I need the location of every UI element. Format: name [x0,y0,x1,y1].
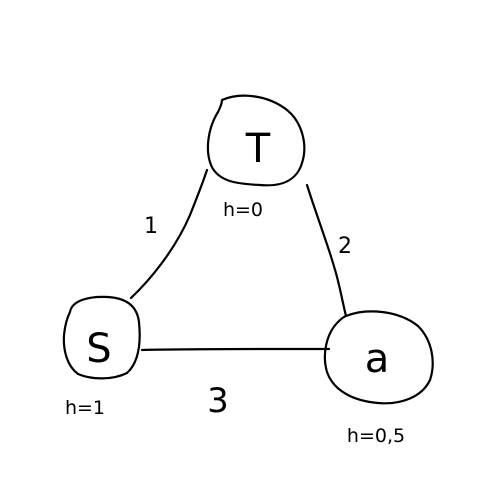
node-a-outline [323,310,434,405]
edge-t-a [305,183,348,318]
edge-s-a-weight: 3 [207,381,229,421]
node-s-label: S [86,326,111,372]
edge-s-a [140,347,331,352]
edge-s-t [129,168,209,300]
node-s-outline [62,295,141,380]
node-t-label: T [245,126,271,172]
node-s-heuristic: h=1 [65,397,105,419]
node-t-heuristic: h=0 [223,199,263,221]
edge-t-a-weight: 2 [338,234,352,259]
edge-s-t-weight: 1 [144,214,158,239]
node-a-label: a [365,336,390,382]
node-t-outline [206,94,306,187]
node-a-heuristic: h=0,5 [347,425,405,447]
